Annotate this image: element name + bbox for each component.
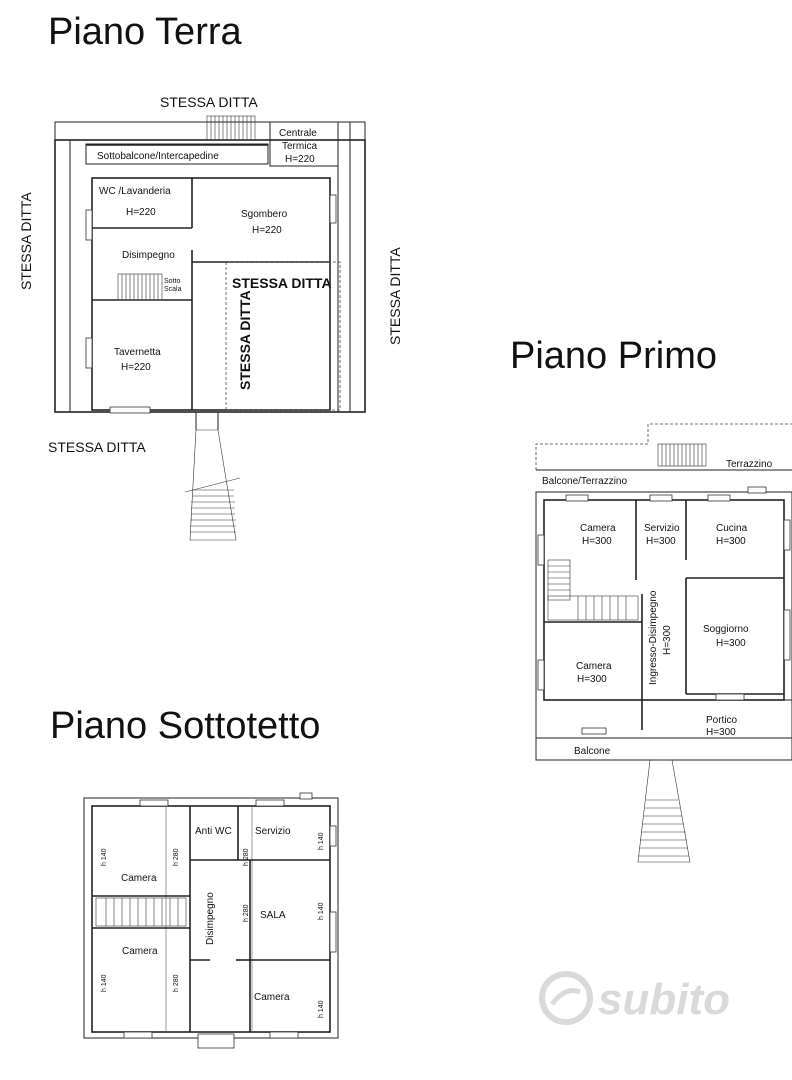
height-mark: h 140	[101, 848, 108, 866]
piano-terra-title: Piano Terra	[48, 11, 243, 53]
room-height-ingresso: H=300	[662, 625, 673, 655]
height-mark: h 280	[243, 848, 250, 866]
stair-primo-interior	[547, 559, 639, 621]
height-mark: h 140	[318, 902, 325, 920]
room-label-camera1-sottotetto: Camera	[121, 873, 157, 884]
piano-sottotetto-plan: Piano Sottotetto Anti WC Servizio Camera…	[50, 705, 339, 1049]
room-height-servizio: H=300	[646, 536, 676, 547]
piano-primo-title: Piano Primo	[510, 335, 717, 377]
room-height-portico: H=300	[706, 727, 736, 738]
height-mark: h 280	[173, 848, 180, 866]
room-label-balcone-terrazzino: Balcone/Terrazzino	[542, 476, 627, 487]
height-mark: h 280	[243, 904, 250, 922]
height-mark: h 280	[173, 974, 180, 992]
room-height-wc: H=220	[126, 207, 156, 218]
stair-primo-entrance	[637, 759, 691, 863]
room-label-scala: Scala	[164, 286, 182, 293]
neighbor-label-inner: STESSA DITTA	[232, 275, 332, 291]
room-height-tavernetta: H=220	[121, 362, 151, 373]
neighbor-label-inner-vertical: STESSA DITTA	[237, 290, 253, 390]
room-label-sottobalcone: Sottobalcone/Intercapedine	[97, 151, 219, 162]
room-label-termica: Termica	[282, 141, 317, 152]
height-mark: h 140	[101, 974, 108, 992]
piano-sottotetto-title: Piano Sottotetto	[50, 705, 320, 747]
neighbor-label-top: STESSA DITTA	[160, 94, 258, 110]
room-height-cucina: H=300	[716, 536, 746, 547]
room-label-soggiorno: Soggiorno	[703, 624, 749, 635]
subito-logo-swirl	[550, 988, 581, 1006]
height-mark: h 140	[318, 1000, 325, 1018]
neighbor-label-left: STESSA DITTA	[18, 192, 34, 290]
stair-primo-top	[657, 443, 707, 467]
stair-top	[206, 115, 256, 141]
room-label-anti-wc: Anti WC	[195, 826, 232, 837]
room-label-sotto: Sotto	[164, 278, 180, 285]
room-height-sgombero: H=220	[252, 225, 282, 236]
piano-primo-plan: Piano Primo Terrazzino Balcone/Terrazzin…	[510, 335, 792, 863]
height-mark: h 140	[318, 832, 325, 850]
neighbor-label-bottom: STESSA DITTA	[48, 439, 146, 455]
room-label-tavernetta: Tavernetta	[114, 347, 161, 358]
room-height-camera1: H=300	[582, 536, 612, 547]
room-label-disimpegno: Disimpegno	[122, 250, 175, 261]
piano-terra-plan: Piano Terra STESSA DITTA STESSA DITTA ST…	[18, 11, 403, 541]
room-label-disimpegno-sottotetto: Disimpegno	[205, 892, 216, 945]
room-label-camera2-sottotetto: Camera	[122, 946, 158, 957]
room-height-camera2: H=300	[577, 674, 607, 685]
stair-sotto-scala	[117, 273, 163, 301]
room-label-terrazzino: Terrazzino	[726, 459, 773, 470]
room-label-camera2: Camera	[576, 661, 612, 672]
room-label-camera1: Camera	[580, 523, 616, 534]
room-label-camera3-sottotetto: Camera	[254, 992, 290, 1003]
subito-watermark: subito	[539, 971, 730, 1025]
stair-sottotetto	[95, 897, 187, 927]
room-height-centrale: H=220	[285, 154, 315, 165]
stair-terra-entrance	[184, 429, 241, 541]
room-height-soggiorno: H=300	[716, 638, 746, 649]
subito-logo-icon	[539, 971, 593, 1025]
room-label-portico: Portico	[706, 715, 738, 726]
room-label-sala: SALA	[260, 910, 286, 921]
room-label-sgombero: Sgombero	[241, 209, 288, 220]
room-label-servizio-sottotetto: Servizio	[255, 826, 291, 837]
room-label-balcone: Balcone	[574, 746, 611, 757]
neighbor-label-right: STESSA DITTA	[387, 247, 403, 345]
room-label-centrale: Centrale	[279, 128, 317, 139]
room-label-wc: WC /Lavanderia	[99, 186, 171, 197]
room-label-servizio: Servizio	[644, 523, 680, 534]
room-label-cucina: Cucina	[716, 523, 748, 534]
room-label-ingresso: Ingresso-Disimpegno	[648, 590, 659, 685]
subito-logo-text: subito	[598, 975, 730, 1024]
